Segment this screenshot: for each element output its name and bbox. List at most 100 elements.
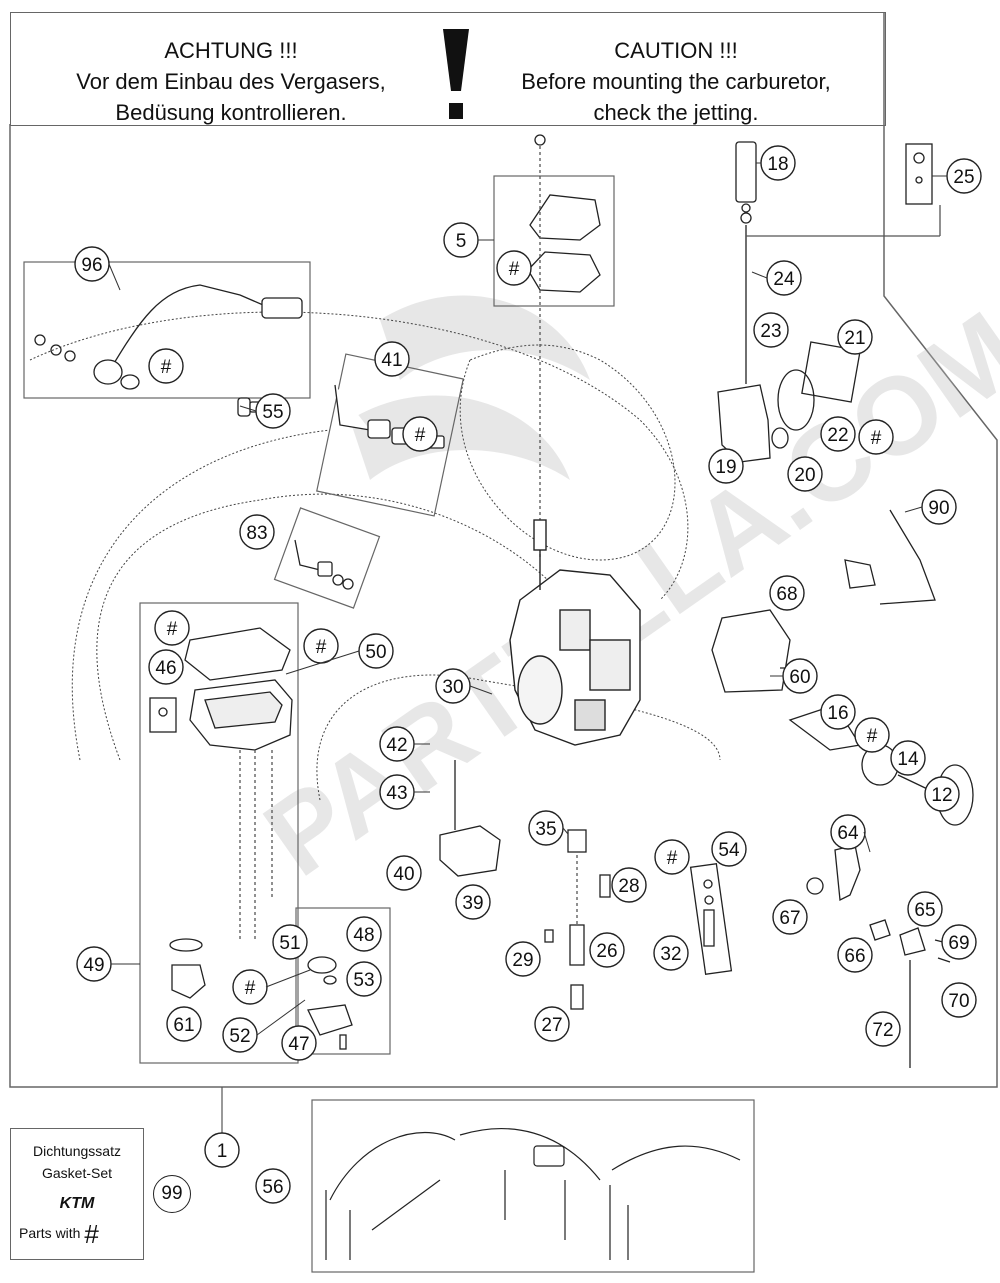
part-67 [806,877,824,895]
gasket-set-english: Gasket-Set [41,1165,113,1181]
svg-text:35: 35 [535,819,556,840]
svg-text:28: 28 [618,876,639,897]
callout-60: 60 [782,658,818,694]
svg-text:#: # [161,357,172,378]
float-bowl [149,627,293,999]
svg-text:21: 21 [844,328,865,349]
callout-49: 49 [76,946,112,982]
svg-text:56: 56 [262,1177,283,1198]
svg-text:41: 41 [381,350,402,371]
callout-47: 47 [281,1025,317,1061]
callout-50: 50 [358,633,394,669]
callout-5: 5 [443,222,479,258]
svg-text:#: # [167,619,178,640]
svg-text:48: 48 [353,925,374,946]
fitting-83 [294,539,354,590]
part-90 [844,559,876,589]
parts-with-hash: Parts with # [19,1219,141,1250]
part-39 [439,825,501,877]
svg-text:68: 68 [776,584,797,605]
cable-box-96 [23,261,311,399]
exclamation-icon [443,29,469,119]
svg-text:32: 32 [660,944,681,965]
callout-66: 66 [837,937,873,973]
svg-text:53: 53 [353,970,374,991]
part-26 [569,924,585,966]
svg-text:18: 18 [767,154,788,175]
svg-text:12: 12 [931,785,952,806]
svg-text:52: 52 [229,1026,250,1047]
callout-16: 16 [820,694,856,730]
svg-text:22: 22 [827,425,848,446]
callout-53: 53 [346,961,382,997]
accelerator-pump [307,956,353,1050]
callout-hash-16: # [854,717,890,753]
svg-text:#: # [509,259,520,280]
svg-text:24: 24 [773,269,795,290]
callout-21: 21 [837,319,873,355]
callout-30: 30 [435,668,471,704]
callout-64: 64 [830,814,866,850]
part-64 [834,844,861,902]
svg-text:19: 19 [715,457,736,478]
callout-35: 35 [528,810,564,846]
callout-26: 26 [589,932,625,968]
fitting-box-83 [273,507,381,609]
svg-text:#: # [245,978,256,999]
center-bottom-parts [439,760,733,1010]
cable-loops [29,311,721,801]
callout-20: 20 [787,456,823,492]
svg-text:#: # [316,637,327,658]
svg-text:55: 55 [262,402,283,423]
part-27 [570,984,584,1010]
callout-83: 83 [239,514,275,550]
svg-text:50: 50 [365,642,386,663]
english-warning: CAUTION !!! Before mounting the carburet… [481,35,871,128]
svg-text:65: 65 [914,900,935,921]
part-65 [899,927,926,956]
part-28 [599,874,611,898]
svg-text:51: 51 [279,933,300,954]
svg-text:49: 49 [83,955,104,976]
svg-text:54: 54 [718,840,740,861]
hash-symbol: # [84,1219,99,1249]
part-18 [735,141,757,203]
callout-61: 61 [166,1006,202,1042]
german-warning-line2: Bedüsung kontrollieren. [115,100,347,125]
callout-hash-22: # [858,419,894,455]
gasket-set-german: Dichtungssatz [33,1143,121,1159]
german-warning-line1: Vor dem Einbau des Vergasers, [76,69,386,94]
callout-90: 90 [921,489,957,525]
callout-hash-96: # [148,348,184,384]
callout-hash-83: # [303,628,339,664]
part-35 [567,829,587,853]
german-warning: ACHTUNG !!! Vor dem Einbau des Vergasers… [41,35,421,128]
callout-25: 25 [946,158,982,194]
float-bowl-box-49 [139,602,299,1064]
callout-43: 43 [379,774,415,810]
svg-text:14: 14 [897,749,919,770]
callout-56: 56 [255,1168,291,1204]
main-frame [9,124,998,1088]
callout-72: 72 [865,1011,901,1047]
german-warning-title: ACHTUNG !!! [164,38,298,63]
svg-text:46: 46 [155,658,176,679]
svg-text:27: 27 [541,1015,562,1036]
callout-48: 48 [346,916,382,952]
callout-hash-41: # [402,416,438,452]
svg-text:20: 20 [794,465,815,486]
ktm-logo-icon: KTM [60,1195,95,1212]
caution-header: ACHTUNG !!! Vor dem Einbau des Vergasers… [10,12,886,126]
svg-text:47: 47 [288,1034,309,1055]
part-25 [905,143,933,205]
callout-27: 27 [534,1006,570,1042]
english-warning-title: CAUTION !!! [614,38,738,63]
callout-46: 46 [148,649,184,685]
callout-19: 19 [708,448,744,484]
callout-32: 32 [653,935,689,971]
callout-65: 65 [907,891,943,927]
svg-text:69: 69 [948,933,969,954]
svg-text:83: 83 [246,523,267,544]
part-68 [711,609,791,693]
callout-68: 68 [769,575,805,611]
